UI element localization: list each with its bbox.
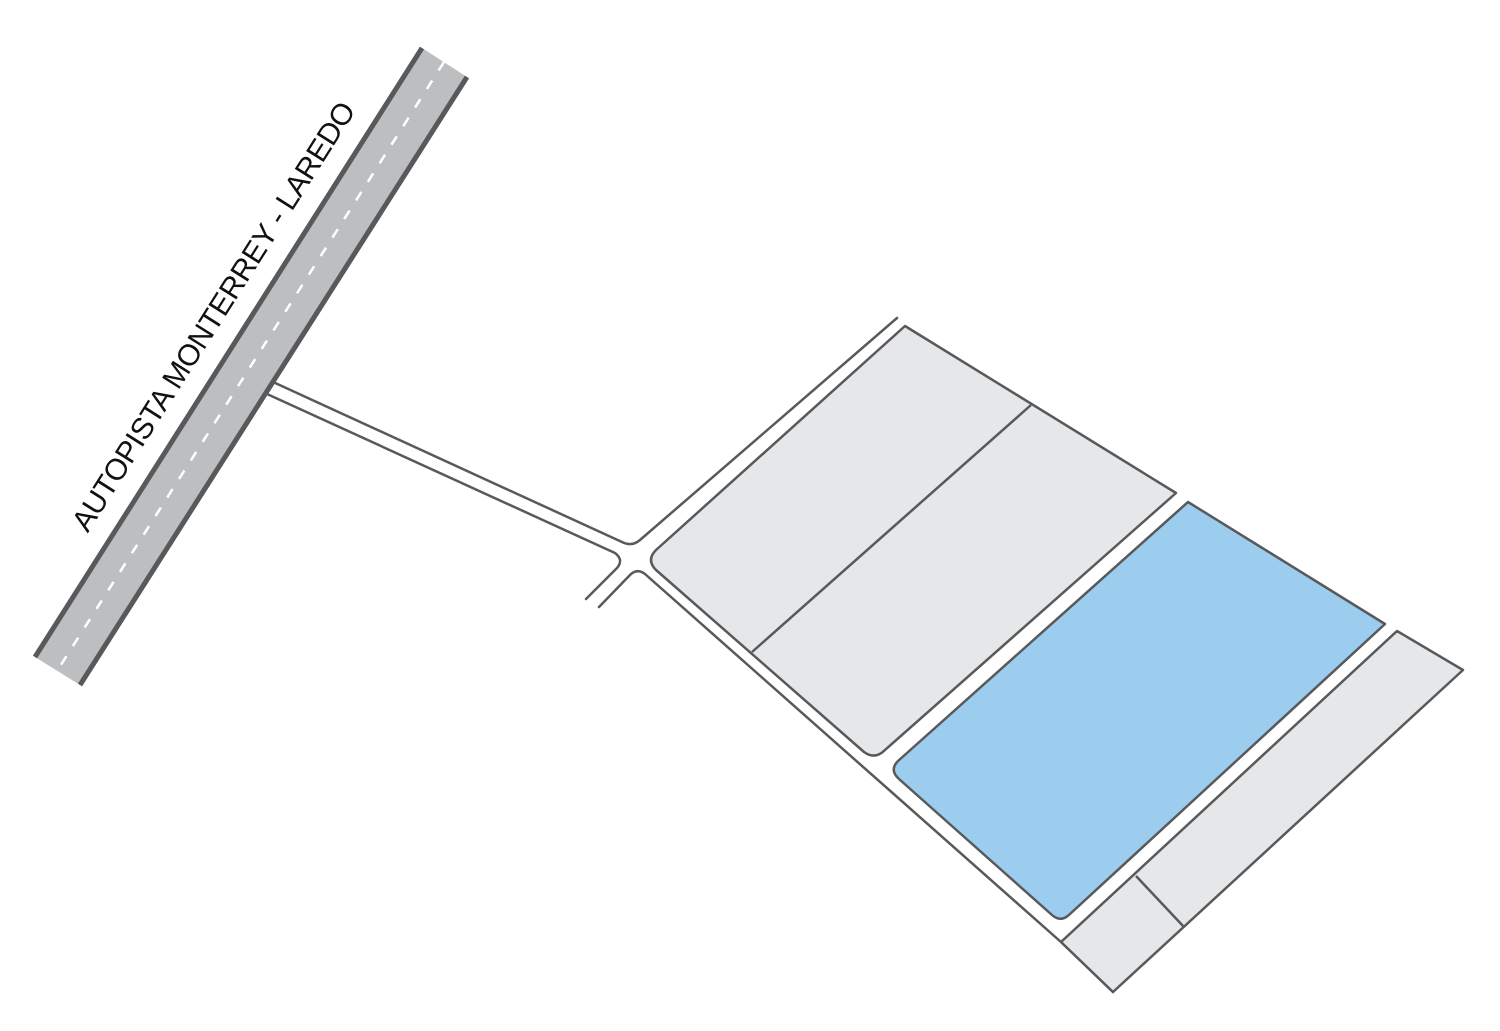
road-south-edge (597, 570, 1115, 994)
parcel-divider (751, 404, 1032, 653)
access-road (265, 316, 1115, 994)
highway-edge-left (32, 46, 425, 659)
parcel-highlighted[interactable] (892, 500, 1387, 920)
parcel-south-divider (1135, 875, 1185, 928)
highway (32, 46, 470, 687)
parcel-north[interactable] (649, 324, 1178, 757)
parcels (649, 324, 1465, 994)
access-road-south-edge (265, 392, 622, 601)
highway-centerline (55, 61, 446, 672)
access-road-north-edge (271, 316, 899, 546)
